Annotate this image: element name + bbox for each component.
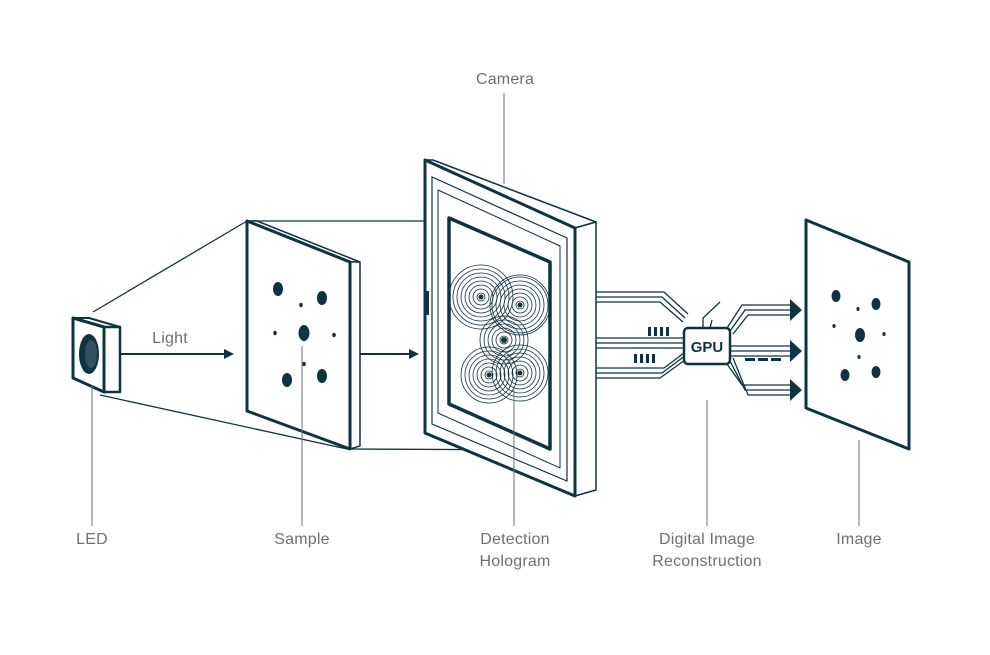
led-label: LED <box>76 531 108 548</box>
image-particles <box>831 290 886 381</box>
output-arrowheads <box>790 299 802 401</box>
detection-label-line2: Hologram <box>479 553 551 570</box>
light-label: Light <box>152 330 188 347</box>
hologram-fringes <box>448 264 551 404</box>
leader-lines <box>91 93 860 526</box>
output-image <box>804 218 911 451</box>
sample-label: Sample <box>274 531 330 548</box>
reconstruction-label-line2: Reconstruction <box>652 553 762 570</box>
detection-label-line1: Detection <box>480 531 550 548</box>
reconstruction-label: Digital Image Reconstruction <box>637 529 777 573</box>
data-bus-out <box>702 301 790 396</box>
gpu-label: GPU <box>691 339 724 356</box>
signal-dashes <box>745 358 781 361</box>
led-device <box>71 316 122 394</box>
sample-slide <box>245 219 361 451</box>
reconstruction-label-line1: Digital Image <box>659 531 755 548</box>
gpu-chip: GPU <box>682 326 732 366</box>
signal-bars <box>634 327 669 363</box>
detection-hologram-label: Detection Hologram <box>460 529 570 573</box>
camera-body <box>423 158 597 498</box>
sample-particles <box>273 282 336 387</box>
camera-label: Camera <box>475 71 535 88</box>
image-label: Image <box>836 531 882 548</box>
data-bus-in <box>596 291 689 379</box>
